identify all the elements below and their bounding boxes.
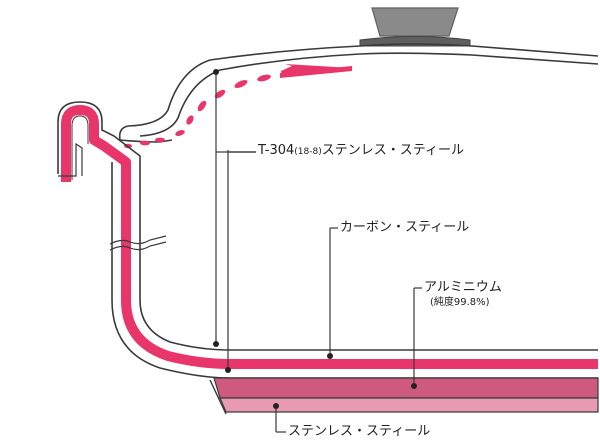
label-stainless-bottom: ステンレス・スティール — [288, 424, 431, 439]
label-carbon-steel: カーボン・スティール — [340, 220, 470, 235]
leader-lines — [215, 72, 422, 433]
lid — [118, 43, 599, 143]
label-t304-stainless: T-304(18-8)ステンレス・スティール — [258, 144, 464, 157]
bottom-layers — [209, 377, 599, 415]
label-aluminum: アルミニウム — [424, 280, 502, 295]
label-t304-tail: ステンレス・スティール — [321, 143, 464, 158]
leader-dots — [213, 69, 417, 409]
label-aluminum-purity: (純度99.8%) — [430, 297, 490, 308]
label-t304-paren: (18-8) — [294, 147, 322, 157]
condensation-arrow-icon — [124, 64, 352, 149]
label-t304-main: T-304 — [258, 143, 295, 158]
lid-knob-icon — [359, 7, 471, 47]
